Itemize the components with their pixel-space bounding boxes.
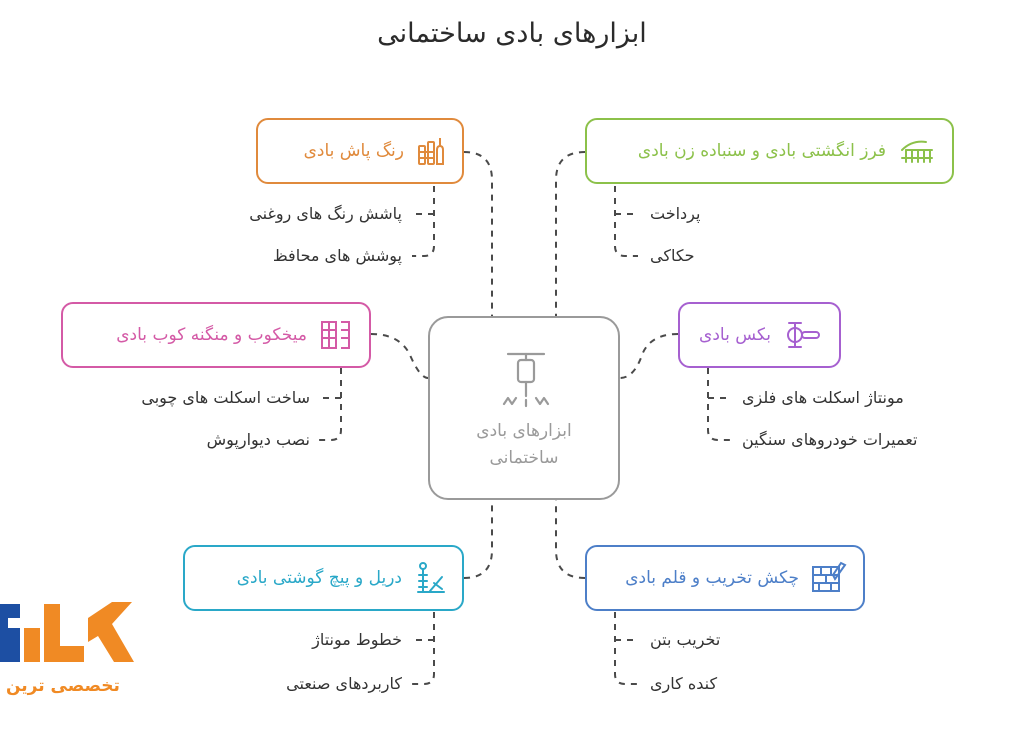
item-paint-1: پاشش رنگ های روغنی	[249, 204, 402, 223]
item-drill-1: خطوط مونتاژ	[312, 630, 402, 649]
connector-wrench-center	[619, 333, 679, 379]
paint-brush-icon	[418, 138, 444, 165]
item-sander-1: پرداخت	[650, 204, 701, 223]
node-label-paint: رنگ پاش بادی	[303, 141, 404, 161]
connector-paint-items	[412, 186, 435, 257]
node-label-drill: دریل و پیچ گوشتی بادی	[236, 568, 402, 588]
node-paint-sprayer: رنگ پاش بادی	[256, 118, 464, 184]
logo-mark	[0, 602, 134, 662]
node-sander: فرز انگشتی بادی و سنباده زن بادی	[585, 118, 954, 184]
connector-nailer-center	[370, 333, 429, 379]
item-paint-2: پوشش های محافظ	[272, 246, 402, 265]
connector-nailer-items	[318, 368, 342, 441]
connector-sander-items	[614, 186, 638, 257]
connector-paint-center	[463, 151, 493, 316]
node-label-nailer: میخکوب و منگنه کوب بادی	[116, 325, 307, 345]
brick-wall-icon	[812, 561, 847, 592]
connector-wrench-items	[707, 368, 730, 441]
center-node: ابزارهای بادی ساختمانی	[428, 316, 620, 500]
logo-text: تخصصی ترین	[6, 676, 120, 696]
hand-comb-icon	[901, 140, 933, 163]
item-nailer-2: نصب دیوارپوش	[206, 430, 310, 449]
node-label-sander: فرز انگشتی بادی و سنباده زن بادی	[637, 141, 886, 161]
brand-logo: تخصصی ترین	[0, 598, 140, 708]
center-label-line1: ابزارهای بادی	[476, 421, 572, 441]
node-demolition-hammer: چکش تخریب و قلم بادی	[585, 545, 865, 611]
node-label-hammer: چکش تخریب و قلم بادی	[625, 568, 799, 588]
node-drill: دریل و پیچ گوشتی بادی	[183, 545, 464, 611]
item-hammer-2: کنده کاری	[650, 674, 718, 693]
item-hammer-1: تخریب بتن	[650, 630, 721, 649]
center-label-line2: ساختمانی	[489, 448, 559, 468]
connector-drill-items	[412, 612, 435, 685]
item-sander-2: حکاکی	[650, 246, 695, 265]
connector-hammer-center	[555, 500, 586, 579]
node-nailer: میخکوب و منگنه کوب بادی	[61, 302, 371, 368]
pipe-wrench-icon	[787, 322, 820, 348]
node-impact-wrench: بکس بادی	[678, 302, 841, 368]
item-nailer-1: ساخت اسکلت های چوبی	[141, 388, 310, 407]
item-wrench-2: تعمیرات خودروهای سنگین	[742, 430, 918, 449]
connector-sander-center	[555, 151, 586, 316]
diagram-title: ابزارهای بادی ساختمانی	[377, 18, 647, 49]
item-wrench-1: مونتاژ اسکلت های فلزی	[742, 388, 904, 407]
connector-hammer-items	[614, 612, 638, 685]
drill-icon	[417, 562, 445, 593]
frame-icon	[321, 321, 350, 349]
connector-drill-center	[463, 500, 493, 579]
node-label-wrench: بکس بادی	[699, 325, 771, 345]
item-drill-2: کاربردهای صنعتی	[286, 674, 402, 693]
jackhammer-icon	[502, 352, 550, 408]
